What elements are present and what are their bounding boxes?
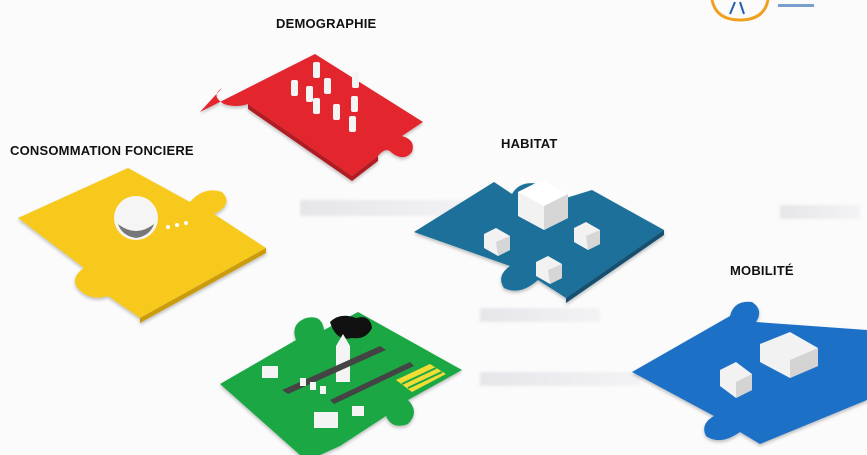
town-icon — [262, 315, 446, 428]
people-icon — [291, 62, 359, 132]
background-text-faded — [480, 372, 640, 386]
houses-icon — [484, 180, 600, 284]
background-text-faded — [780, 205, 860, 219]
background-text-faded — [480, 308, 600, 322]
label-demographie: DEMOGRAPHIE — [276, 16, 377, 31]
label-mobilite: MOBILITÉ — [730, 263, 794, 278]
land-use-icon — [114, 196, 188, 240]
puzzle-piece-demographie — [200, 54, 423, 181]
vehicles-icon — [720, 332, 818, 398]
puzzle-piece-habitat — [414, 182, 664, 303]
label-consommation-fonciere: CONSOMMATION FONCIERE — [10, 143, 194, 158]
logo — [710, 0, 814, 22]
puzzle-piece-environnement — [220, 312, 462, 455]
label-habitat: HABITAT — [501, 136, 558, 151]
background-text-faded — [300, 200, 480, 216]
puzzle-piece-consommation-fonciere — [18, 168, 266, 323]
